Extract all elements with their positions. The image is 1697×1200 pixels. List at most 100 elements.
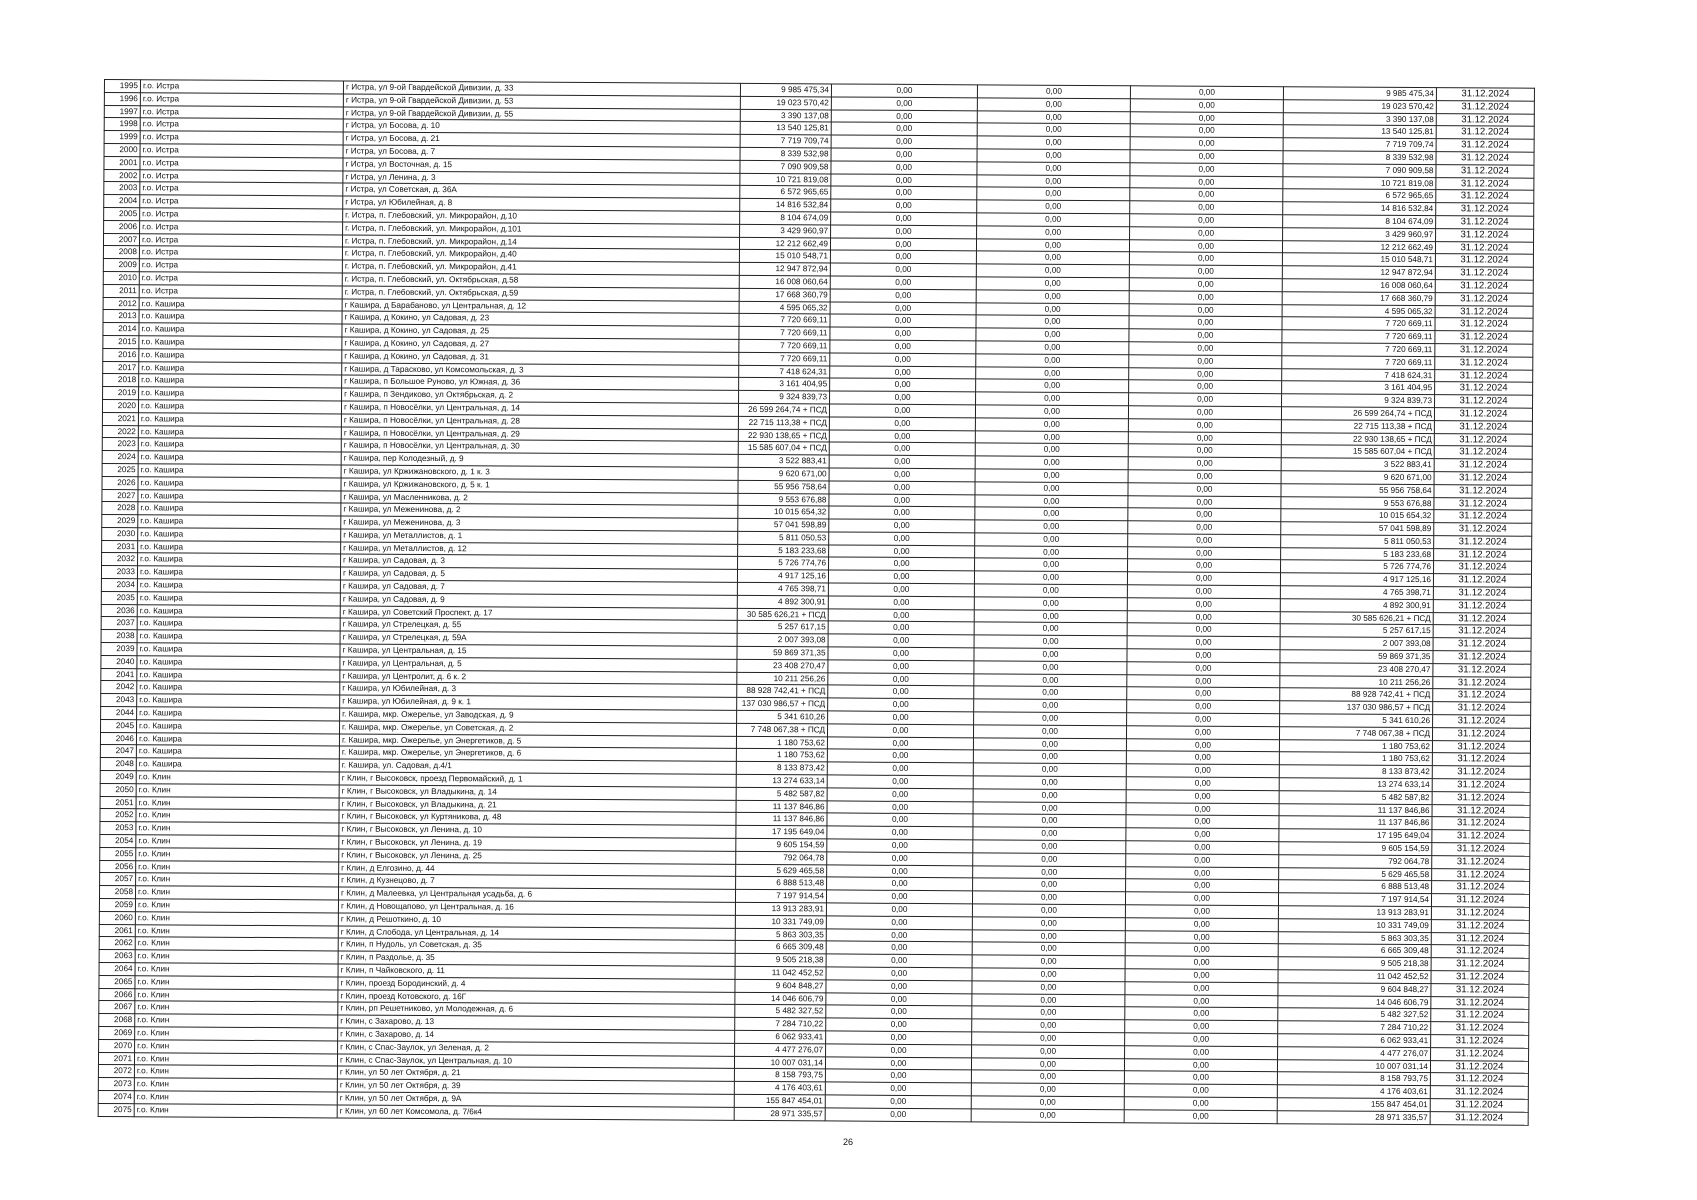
cell-district: г.о. Кашира (136, 668, 340, 683)
cell-c1: 0,00 (830, 211, 977, 226)
cell-sum: 7 418 624,31 (1281, 368, 1435, 382)
cell-district: г.о. Клин (135, 924, 339, 939)
cell-c2: 0,00 (977, 110, 1131, 125)
cell-deadline: 31.12.2024 (1436, 151, 1535, 166)
cell-district: г.о. Кашира (139, 310, 343, 325)
cell-c3: 0,00 (1129, 290, 1283, 305)
cell-c3: 0,00 (1128, 456, 1282, 471)
cell-district: г.о. Клин (134, 975, 339, 990)
cell-total: 4 595 065,32 (739, 300, 831, 315)
cell-c3: 0,00 (1125, 866, 1279, 881)
cell-sum: 3 429 960,97 (1282, 227, 1436, 242)
cell-c1: 0,00 (826, 851, 973, 866)
cell-district: г.о. Кашира (138, 386, 342, 401)
cell-c3: 0,00 (1128, 444, 1282, 458)
cell-c2: 0,00 (974, 635, 1128, 649)
cell-c1: 0,00 (825, 1005, 972, 1019)
cell-no: 2047 (100, 744, 137, 758)
cell-sum: 17 668 360,79 (1282, 291, 1436, 306)
cell-sum: 3 161 404,95 (1281, 381, 1435, 395)
cell-district: г.о. Клин (135, 847, 339, 862)
cell-c3: 0,00 (1124, 1032, 1278, 1047)
cell-c1: 0,00 (825, 1056, 972, 1071)
cell-deadline: 31.12.2024 (1433, 573, 1532, 588)
cell-c2: 0,00 (974, 558, 1128, 573)
cell-c2: 0,00 (973, 686, 1127, 701)
cell-sum: 137 030 986,57 + ПСД (1279, 700, 1433, 715)
cell-deadline: 31.12.2024 (1433, 535, 1532, 549)
cell-c2: 0,00 (973, 788, 1127, 803)
cell-sum: 5 257 617,15 (1280, 624, 1434, 638)
cell-deadline: 31.12.2024 (1430, 1047, 1529, 1061)
cell-sum: 15 585 607,04 + ПСД (1281, 445, 1435, 459)
cell-c3: 0,00 (1125, 930, 1279, 945)
cell-deadline: 31.12.2024 (1433, 599, 1532, 613)
cell-c2: 0,00 (975, 327, 1129, 342)
cell-c1: 0,00 (828, 621, 975, 636)
cell-sum: 4 765 398,71 (1280, 585, 1434, 600)
cell-total: 8 133 873,42 (736, 761, 828, 775)
cell-deadline: 31.12.2024 (1430, 1060, 1529, 1074)
cell-sum: 11 042 452,52 (1278, 969, 1432, 984)
cell-district: г.о. Клин (135, 937, 339, 952)
cell-c2: 0,00 (975, 443, 1129, 457)
cell-total: 7 719 709,74 (740, 134, 832, 148)
cell-c3: 0,00 (1130, 149, 1284, 164)
cell-c1: 0,00 (830, 263, 977, 277)
cell-district: г.о. Клин (135, 809, 340, 824)
cell-total: 7 720 669,11 (738, 339, 830, 353)
cell-district: г.о. Кашира (137, 629, 341, 645)
cell-c2: 0,00 (972, 852, 1126, 867)
cell-c1: 0,00 (830, 288, 977, 303)
cell-deadline: 31.12.2024 (1435, 190, 1534, 204)
cell-c3: 0,00 (1129, 162, 1284, 177)
cell-deadline: 31.12.2024 (1432, 740, 1531, 754)
cell-c3: 0,00 (1124, 1019, 1278, 1034)
cell-deadline: 31.12.2024 (1431, 932, 1530, 946)
cell-no: 2007 (103, 233, 140, 247)
cell-no: 2052 (99, 808, 137, 822)
cell-total: 8 339 532,98 (740, 147, 832, 161)
cell-c3: 0,00 (1127, 533, 1281, 548)
cell-deadline: 31.12.2024 (1434, 356, 1533, 370)
cell-c1: 0,00 (826, 838, 973, 853)
cell-c3: 0,00 (1129, 226, 1283, 241)
cell-total: 11 137 846,86 (736, 799, 828, 814)
cell-c2: 0,00 (973, 801, 1127, 816)
cell-district: г.о. Кашира (137, 578, 341, 593)
cell-district: г.о. Клин (134, 988, 338, 1003)
cell-c1: 0,00 (828, 634, 975, 648)
cell-district: г.о. Истра (140, 105, 344, 120)
cell-deadline: 31.12.2024 (1433, 548, 1532, 562)
cell-no: 2050 (100, 783, 137, 797)
cell-district: г.о. Кашира (138, 361, 342, 376)
cell-c1: 0,00 (830, 224, 977, 239)
cell-c2: 0,00 (972, 929, 1126, 944)
cell-no: 2033 (101, 565, 138, 579)
cell-total: 3 429 960,97 (739, 224, 831, 238)
cell-deadline: 31.12.2024 (1431, 842, 1530, 857)
cell-c3: 0,00 (1126, 763, 1280, 778)
cell-c1: 0,00 (827, 710, 974, 725)
cell-district: г.о. Клин (134, 1103, 338, 1118)
cell-sum: 55 956 758,64 (1280, 483, 1435, 498)
cell-deadline: 31.12.2024 (1434, 407, 1533, 421)
cell-c1: 0,00 (828, 608, 975, 623)
cell-no: 2065 (98, 975, 136, 989)
cell-sum: 12 947 872,94 (1282, 265, 1436, 280)
cell-no: 2069 (98, 1026, 135, 1040)
cell-c1: 0,00 (827, 736, 974, 751)
cell-c2: 0,00 (976, 174, 1130, 189)
cell-total: 30 585 626,21 + ПСД (737, 608, 829, 622)
cell-c3: 0,00 (1126, 700, 1280, 714)
cell-total: 4 176 403,61 (734, 1081, 826, 1095)
cell-sum: 7 720 669,11 (1281, 317, 1436, 331)
cell-sum: 155 847 454,01 (1277, 1097, 1431, 1112)
cell-no: 2031 (101, 540, 138, 554)
cell-c1: 0,00 (828, 583, 975, 597)
cell-no: 2013 (103, 309, 140, 323)
cell-sum: 9 620 671,00 (1281, 470, 1435, 485)
cell-c3: 0,00 (1125, 879, 1279, 893)
cell-c3: 0,00 (1127, 572, 1281, 586)
cell-deadline: 31.12.2024 (1430, 996, 1529, 1010)
